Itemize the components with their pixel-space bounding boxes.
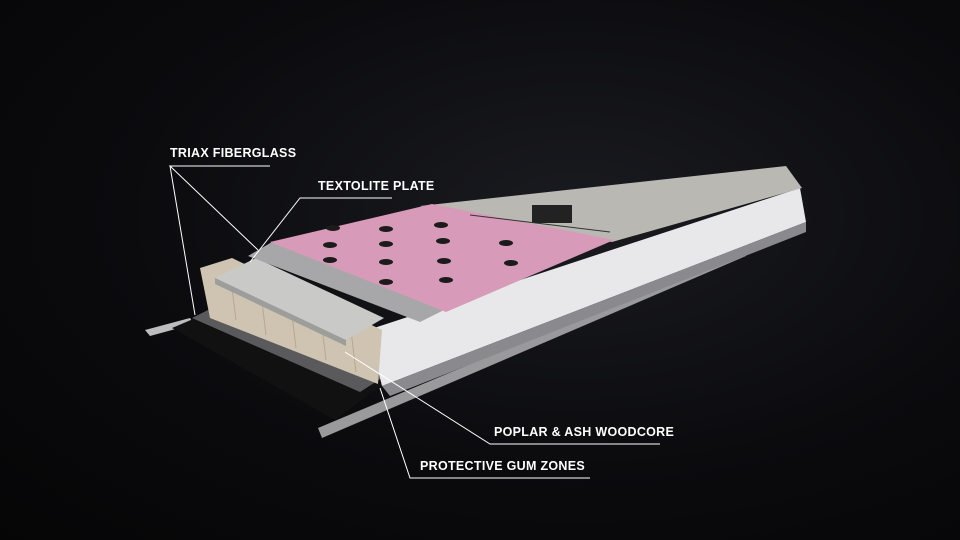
steel-edge-left <box>145 318 194 336</box>
sidewall-shadow <box>382 222 806 396</box>
brand-logo <box>469 205 611 233</box>
label-gum-zones: PROTECTIVE GUM ZONES <box>420 459 586 473</box>
label-textolite-plate: TEXTOLITE PLATE <box>318 179 435 193</box>
label-triax-fiberglass: TRIAX FIBERGLASS <box>170 146 297 160</box>
label-woodcore: POPLAR & ASH WOODCORE <box>494 425 675 439</box>
textolite-plate <box>215 258 384 340</box>
pink-layer <box>270 204 614 312</box>
leader-lines <box>168 165 660 479</box>
textolite-edge <box>215 278 346 346</box>
base-layer <box>172 314 382 420</box>
triax-fiberglass-layer <box>248 242 444 322</box>
sidewall <box>368 188 806 386</box>
insert-holes <box>323 222 518 285</box>
